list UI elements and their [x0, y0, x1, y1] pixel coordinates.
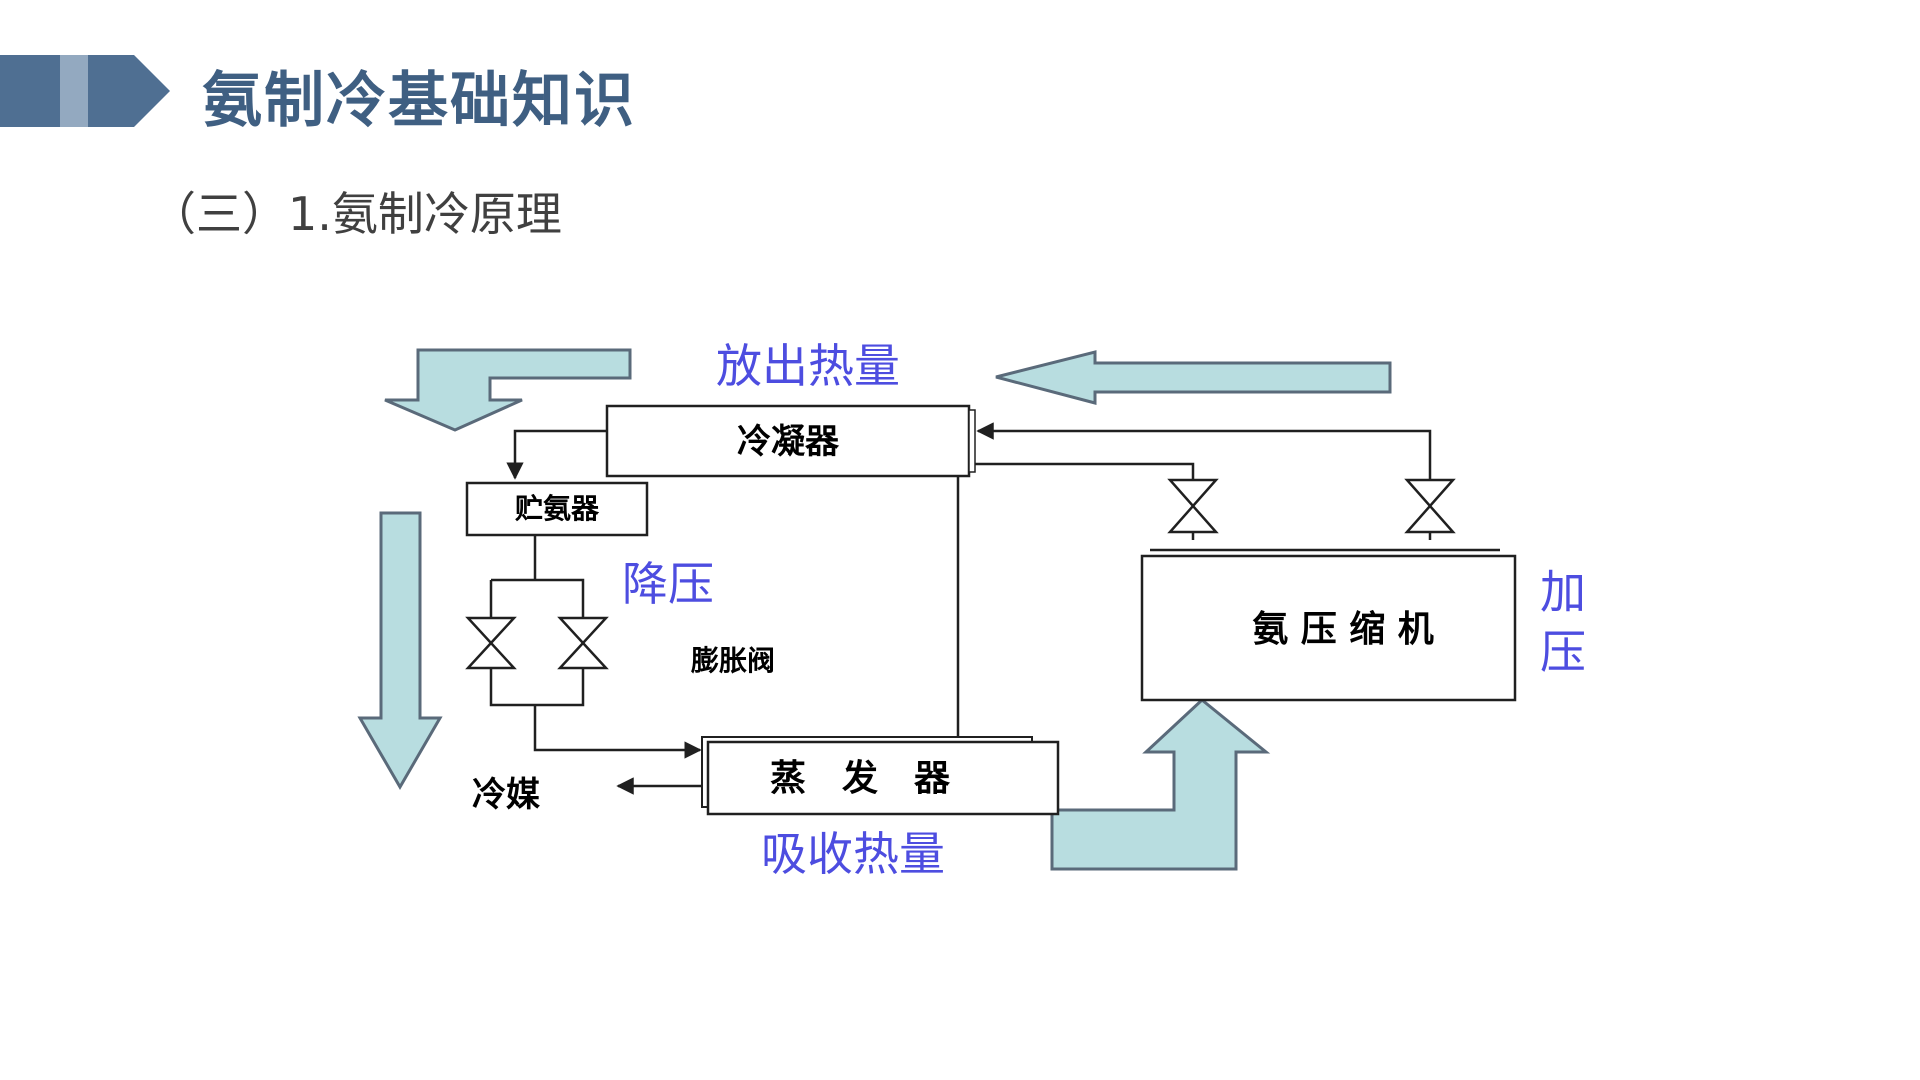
condenser-label: 冷凝器 — [737, 422, 840, 462]
expansion-valve-left — [465, 616, 517, 670]
valves — [465, 478, 1456, 670]
flow-arrow-top-right — [995, 350, 1392, 405]
header-block-left — [0, 55, 60, 127]
pressurize-label-top: 加 — [1540, 565, 1586, 619]
header-block-middle — [60, 55, 88, 127]
compressor-valve-left — [1167, 478, 1219, 534]
compressor-label: 氨 压 缩 机 — [1252, 609, 1434, 650]
pipe-condenser-to-receiver — [506, 429, 607, 480]
pipe-condenser-to-compressor — [975, 462, 1195, 540]
evaporator-box — [706, 740, 1060, 816]
refrigerant-label: 冷媒 — [472, 775, 541, 815]
release-heat-label: 放出热量 — [716, 339, 900, 393]
section-subtitle: （三）1.氨制冷原理 — [150, 187, 562, 241]
compressor-box — [1140, 554, 1517, 702]
reduce-pressure-label: 降压 — [622, 557, 714, 611]
compressor-valve-right — [1404, 478, 1456, 534]
evaporator-label: 蒸 发 器 — [770, 758, 951, 799]
flow-arrow-left-down — [357, 511, 443, 790]
pipe-valves-to-evaporator — [533, 705, 702, 759]
expansion-valve-right — [557, 616, 609, 670]
condenser-box-edge — [968, 409, 976, 473]
receiver-box — [465, 481, 649, 537]
pipe-valve-bypass — [489, 578, 585, 707]
header-chevron — [88, 55, 170, 127]
page-title: 氨制冷基础知识 — [202, 66, 636, 136]
header-banner — [0, 55, 170, 127]
pressurize-label-bottom: 压 — [1540, 625, 1586, 679]
flow-arrow-bottom-up — [1050, 698, 1271, 871]
expansion-valve-label: 膨胀阀 — [690, 644, 775, 677]
receiver-label: 贮氨器 — [515, 492, 600, 525]
flow-arrow-top-left — [384, 348, 632, 432]
absorb-heat-label: 吸收热量 — [761, 827, 945, 881]
